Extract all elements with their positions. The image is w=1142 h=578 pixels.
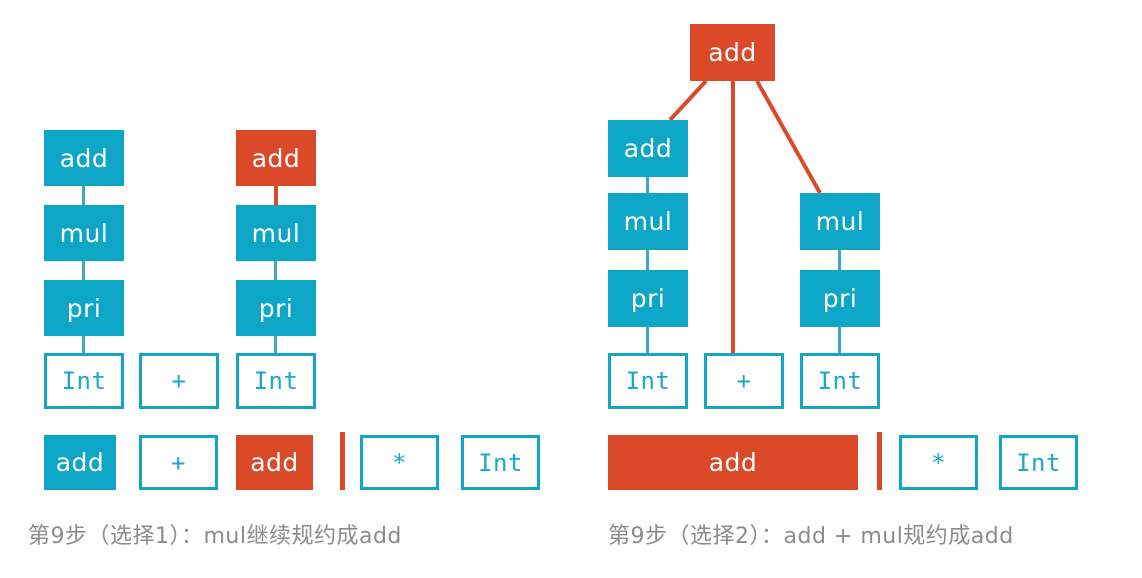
left-tree-node-pri: pri — [236, 280, 316, 336]
node-label: * — [392, 448, 407, 477]
right-tree-node-add: add — [608, 120, 688, 177]
left-tree-node-int: Int — [44, 353, 124, 409]
node-label: mul — [623, 207, 673, 236]
left-stack-node-int: Int — [461, 435, 540, 490]
left-stack-divider — [340, 432, 345, 490]
left-tree-node-add: add — [236, 130, 316, 186]
left-tree-node-mul: mul — [236, 205, 316, 261]
right-tree-edge — [838, 250, 841, 270]
left-stack-node-*: * — [360, 435, 439, 490]
node-label: pri — [66, 293, 102, 323]
left-caption: 第9步（选择1）：mul继续规约成add — [28, 524, 402, 549]
node-label: pri — [822, 284, 858, 313]
left-tree-edge — [274, 336, 277, 353]
left-stack-node-+: + — [139, 435, 218, 490]
right-tree-node-int: Int — [608, 353, 688, 409]
right-tree-node-pri: pri — [800, 270, 880, 327]
left-stack-node-add: add — [236, 435, 313, 490]
left-tree-edge — [82, 336, 85, 353]
node-label: add — [251, 143, 301, 173]
right-stack-node-*: * — [899, 435, 978, 490]
right-tree-node-int: Int — [800, 353, 880, 409]
left-tree-node-add: add — [44, 130, 124, 186]
node-label: add — [623, 134, 673, 163]
right-tree-node-mul: mul — [800, 193, 880, 250]
node-label: add — [708, 448, 758, 477]
node-label: Int — [817, 367, 863, 395]
node-label: Int — [1016, 448, 1061, 477]
node-label: pri — [258, 293, 294, 323]
node-label: mul — [59, 218, 109, 248]
node-label: add — [59, 143, 109, 173]
node-label: + — [736, 367, 752, 395]
left-stack-node-add: add — [44, 435, 116, 490]
node-label: add — [250, 448, 299, 477]
right-caption: 第9步（选择2）：add + mul规约成add — [608, 524, 1014, 549]
tree-diagonal-edge — [755, 80, 822, 194]
right-tree-edge — [838, 327, 841, 353]
right-tree-edge — [646, 177, 649, 193]
right-tree-edge — [731, 81, 735, 353]
left-tree-edge — [82, 261, 85, 280]
right-tree-edge — [646, 250, 649, 270]
left-tree-node-pri: pri — [44, 280, 124, 336]
left-tree-edge — [274, 261, 277, 280]
node-label: + — [171, 448, 186, 477]
right-tree-node-add: add — [690, 24, 775, 81]
node-label: mul — [815, 207, 865, 236]
node-label: Int — [625, 367, 671, 395]
right-stack-node-int: Int — [999, 435, 1078, 490]
node-label: Int — [61, 367, 107, 395]
node-label: Int — [478, 448, 523, 477]
right-tree-node-mul: mul — [608, 193, 688, 250]
right-stack-node-add: add — [608, 435, 858, 490]
node-label: mul — [251, 218, 301, 248]
node-label: add — [708, 38, 757, 67]
node-label: add — [55, 448, 105, 477]
node-label: pri — [630, 284, 666, 313]
tree-diagonal-edge — [668, 79, 708, 122]
left-tree-node-mul: mul — [44, 205, 124, 261]
left-tree-node-+: + — [139, 353, 219, 409]
right-tree-node-pri: pri — [608, 270, 688, 327]
left-tree-edge — [274, 186, 278, 205]
right-tree-edge — [646, 327, 649, 353]
left-tree-edge — [82, 186, 85, 205]
node-label: Int — [253, 367, 299, 395]
right-tree-node-+: + — [704, 353, 784, 409]
node-label: + — [171, 367, 187, 395]
node-label: * — [931, 448, 946, 477]
left-tree-node-int: Int — [236, 353, 316, 409]
right-stack-divider — [877, 432, 882, 490]
